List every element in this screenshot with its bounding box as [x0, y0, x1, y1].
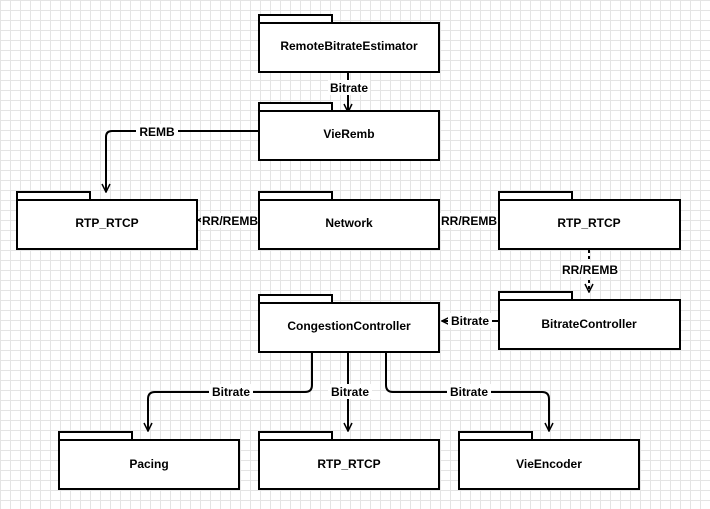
package-rtp-rtcp-left[interactable]: RTP_RTCP [16, 191, 198, 250]
package-label: RTP_RTCP [557, 216, 620, 230]
package-label: VieRemb [323, 127, 374, 141]
edge-remb-to-rtp-left[interactable]: REMB [106, 124, 260, 192]
edge-label: RR/REMB [562, 263, 618, 277]
package-label: Network [325, 216, 373, 230]
package-label: CongestionController [287, 319, 411, 333]
edge-congestion-to-pacing[interactable]: Bitrate [148, 352, 313, 431]
edge-network-to-rtp-right[interactable]: RR/REMB [439, 213, 499, 228]
edge-network-to-rtp-left[interactable]: RR/REMB [198, 213, 259, 228]
edge-bitrate-controller-to-congestion[interactable]: Bitrate [442, 313, 499, 328]
package-rtp-rtcp-bottom[interactable]: RTP_RTCP [258, 431, 440, 490]
package-rtp-rtcp-right[interactable]: RTP_RTCP [498, 191, 681, 250]
package-label: RemoteBitrateEstimator [280, 39, 418, 53]
edge-label: Bitrate [330, 81, 368, 95]
package-label: RTP_RTCP [75, 216, 138, 230]
edge-label: REMB [139, 125, 175, 139]
package-congestion-controller[interactable]: CongestionController [258, 294, 440, 353]
package-label: RTP_RTCP [317, 457, 380, 471]
package-network[interactable]: Network [258, 191, 440, 250]
edge-label: RR/REMB [441, 214, 497, 228]
package-label: BitrateController [541, 317, 637, 331]
edge-congestion-to-encoder[interactable]: Bitrate [385, 352, 549, 431]
edge-label: Bitrate [331, 385, 369, 399]
edge-label: Bitrate [451, 314, 489, 328]
package-remote-bitrate-estimator[interactable]: RemoteBitrateEstimator [258, 14, 440, 73]
edge-label: Bitrate [450, 385, 488, 399]
edge-rtp-right-to-bitrate-controller[interactable]: RR/REMB [561, 250, 619, 292]
package-vie-encoder[interactable]: VieEncoder [458, 431, 640, 490]
package-label: Pacing [129, 457, 168, 471]
package-label: VieEncoder [516, 457, 582, 471]
package-bitrate-controller[interactable]: BitrateController [498, 291, 681, 350]
package-pacing[interactable]: Pacing [58, 431, 240, 490]
edge-label: Bitrate [212, 385, 250, 399]
edge-estimator-to-remb[interactable]: Bitrate [328, 72, 370, 112]
package-vie-remb[interactable]: VieRemb [258, 102, 440, 161]
edge-label: RR/REMB [202, 214, 258, 228]
edge-congestion-to-rtp-bottom[interactable]: Bitrate [328, 352, 372, 431]
